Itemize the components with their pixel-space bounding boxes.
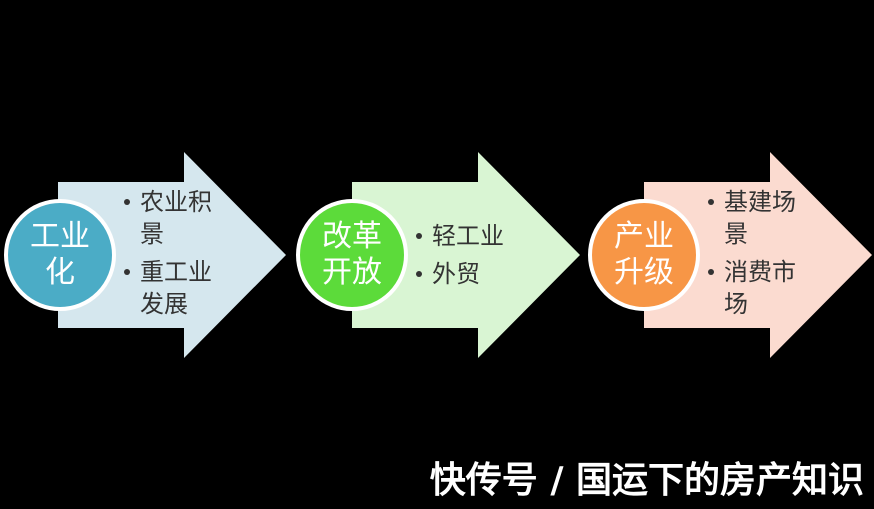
bullet-item: 重工业发展 <box>122 256 230 320</box>
step-bullets-industrialization: 农业积景 重工业发展 <box>122 186 230 326</box>
arrow-shape-reform <box>352 152 580 358</box>
bullet-item: 消费市场 <box>706 256 814 320</box>
bullet-item: 基建场景 <box>706 186 814 250</box>
step-title-line1: 工业 <box>30 219 90 254</box>
bullet-item: 农业积景 <box>122 186 230 250</box>
step-title-line2: 开放 <box>322 255 382 290</box>
step-circle-reform: 改革 开放 <box>296 199 408 311</box>
step-bullets-upgrade: 基建场景 消费市场 <box>706 186 814 326</box>
bullet-item: 外贸 <box>414 258 522 290</box>
step-circle-industrialization: 工业 化 <box>4 199 116 311</box>
step-title-line1: 改革 <box>322 219 382 254</box>
step-circle-upgrade: 产业 升级 <box>588 199 700 311</box>
arrow-shape-upgrade <box>644 152 872 358</box>
step-bullets-reform: 轻工业 外贸 <box>414 220 522 296</box>
step-title-line2: 升级 <box>614 255 674 290</box>
watermark-text: 快传号 / 国运下的房产知识 <box>429 460 864 501</box>
step-title-line2: 化 <box>45 255 75 290</box>
bullet-item: 轻工业 <box>414 220 522 252</box>
step-title-line1: 产业 <box>614 219 674 254</box>
arrow-shape-industrialization <box>58 152 286 358</box>
